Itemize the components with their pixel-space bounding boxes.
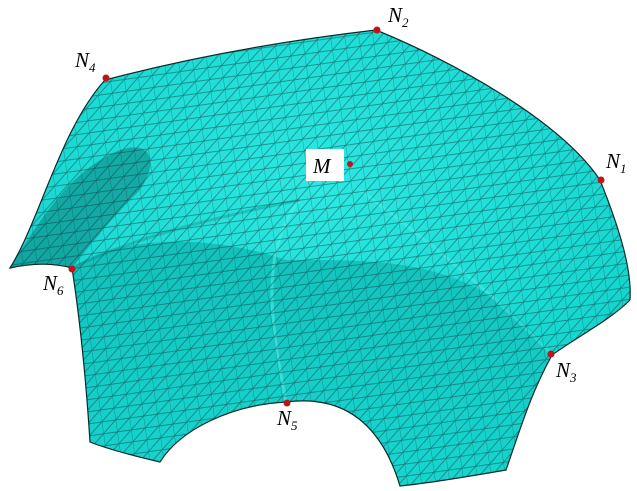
point-m-label-box xyxy=(306,149,344,181)
node-n5-label: N5 xyxy=(276,406,298,433)
node-n1-label: N1 xyxy=(605,149,627,176)
node-n6-marker xyxy=(68,265,76,273)
node-n3-marker xyxy=(547,350,555,358)
node-n2-marker xyxy=(373,26,381,34)
node-n3-label: N3 xyxy=(555,358,577,385)
finite-element-mesh xyxy=(10,30,631,486)
node-n1-marker xyxy=(597,176,605,184)
point-m-label: M xyxy=(312,154,332,178)
node-n2-label: N2 xyxy=(387,3,409,30)
node-n4-label: N4 xyxy=(74,48,96,75)
node-n4-marker xyxy=(102,74,110,82)
point-m-marker xyxy=(347,161,353,167)
node-n6-label: N6 xyxy=(42,271,64,298)
shell-outline xyxy=(8,29,631,487)
node-n5-marker xyxy=(283,399,291,407)
